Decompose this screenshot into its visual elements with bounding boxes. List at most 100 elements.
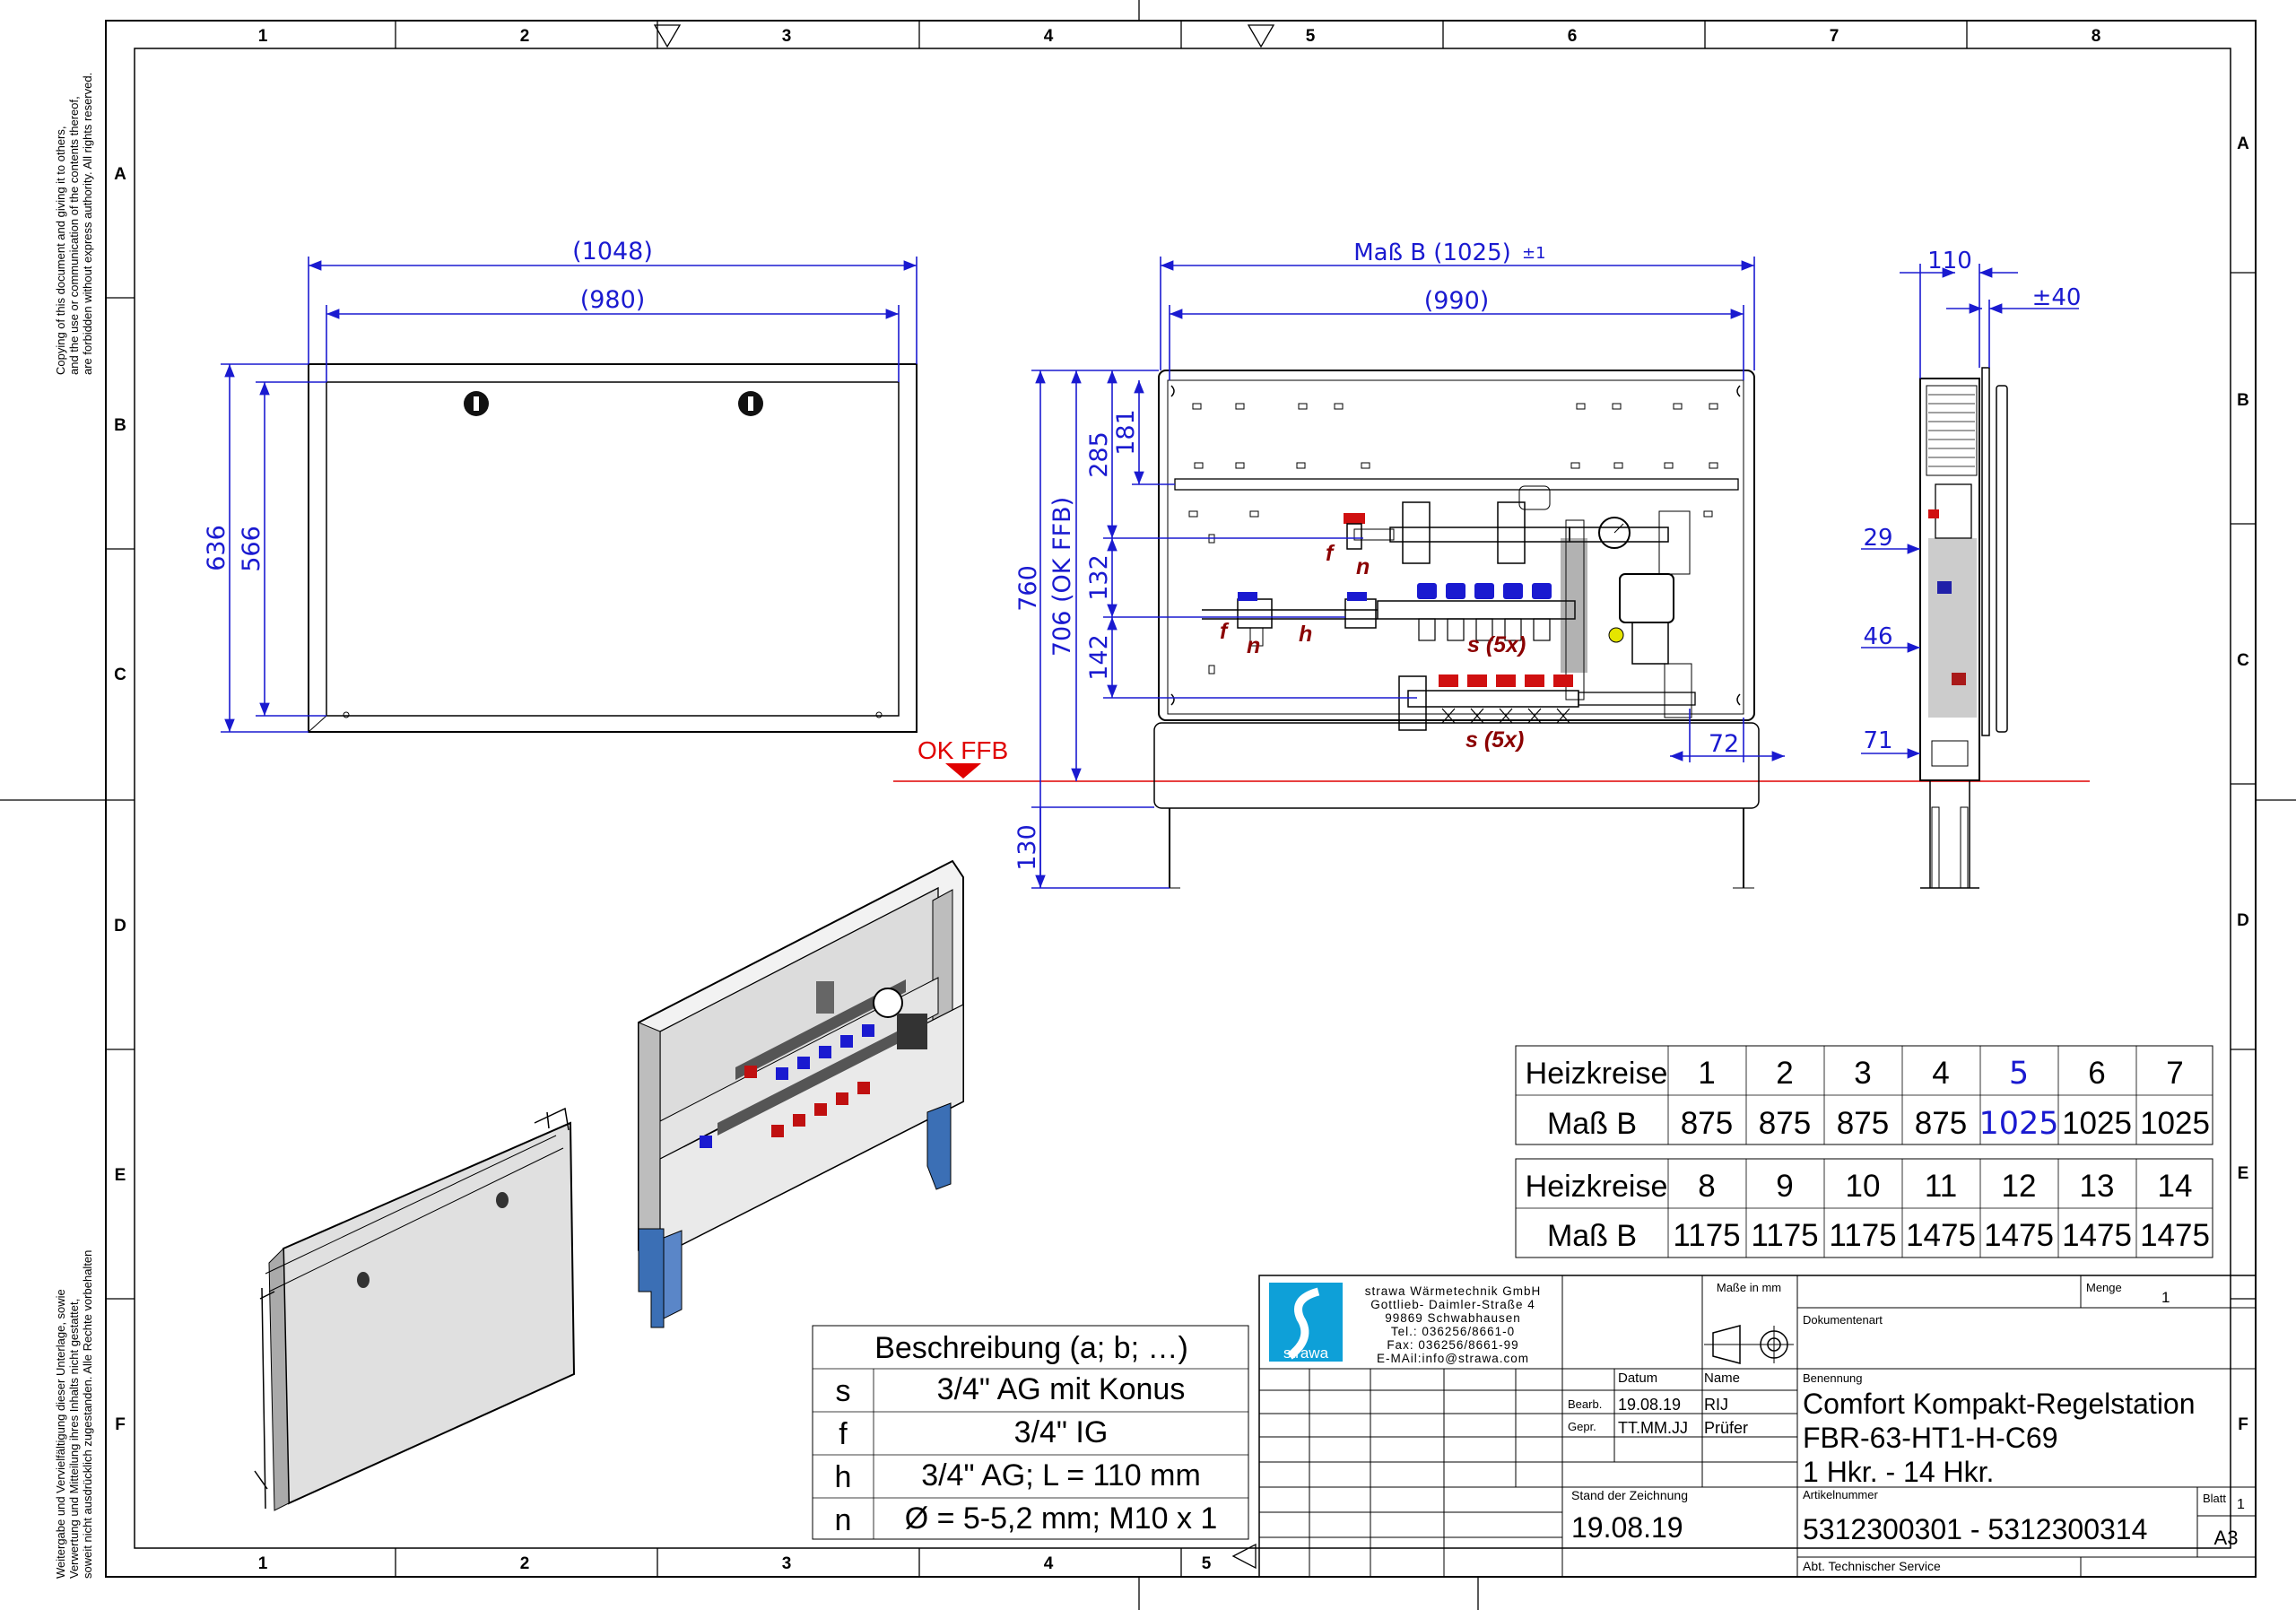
drawing-state-label: Stand der Zeichnung (1571, 1488, 1688, 1502)
description-value: 3/4" AG mit Konus (937, 1372, 1186, 1406)
description-key: h (835, 1460, 852, 1494)
circuit-count: 10 (1846, 1169, 1881, 1204)
circuit-count: 13 (2080, 1169, 2115, 1204)
cabinet-front-view (1153, 370, 1760, 889)
drawn-by-label: Bearb. (1568, 1397, 1602, 1411)
row-label: C (114, 666, 126, 684)
svg-text:soweit nicht ausdrücklich zuge: soweit nicht ausdrücklich zugestanden. A… (81, 1250, 94, 1579)
width-value: 875 (1681, 1106, 1733, 1141)
dim-h285: 285 (1085, 431, 1113, 478)
svg-text:and the use or communication o: and the use or communication of the cont… (67, 96, 81, 375)
width-value: 1175 (1751, 1218, 1818, 1253)
article-number: 5312300301 - 5312300314 (1803, 1513, 2147, 1545)
dim-front-outer-height: 636 (203, 525, 230, 571)
company-line: Gottlieb- Daimler-Straße 4 (1370, 1298, 1535, 1311)
dim-depth-110: 110 (1927, 248, 1972, 274)
dim-front-inner-width: (980) (580, 286, 646, 314)
front-view-dimensions: (1048) (980) 636 566 (203, 238, 918, 733)
row-label: F (2238, 1415, 2248, 1434)
row-label: C (2237, 651, 2249, 670)
table-header-circuits: Heizkreise (1526, 1170, 1668, 1204)
circuit-count-highlighted: 5 (2009, 1056, 2029, 1092)
dim-width-b-tolerance: ±1 (1522, 244, 1546, 263)
dim-h132: 132 (1085, 554, 1113, 601)
company-line: E-MAil:info@strawa.com (1377, 1352, 1529, 1365)
width-value: 1475 (1984, 1218, 2054, 1253)
name-header: Name (1704, 1371, 1740, 1386)
row-label: F (115, 1415, 126, 1434)
part-letters: f n f n h s (5x) s (5x) (1220, 541, 1526, 753)
row-label: E (115, 1166, 126, 1185)
projection-symbol-icon (1704, 1325, 1794, 1364)
doc-type-label: Dokumentenart (1803, 1313, 1883, 1327)
copyright-note-de: Weitergabe und Vervielfältigung dieser U… (54, 1250, 94, 1579)
letter-s-lower: s (5x) (1465, 727, 1524, 753)
drawn-date: 19.08.19 (1618, 1396, 1681, 1414)
department-label: Abt. Technischer Service (1803, 1559, 1941, 1573)
checked-date: TT.MM.JJ (1618, 1419, 1688, 1437)
dim-d29: 29 (1863, 525, 1892, 552)
description-header: Beschreibung (a; b; …) (874, 1331, 1188, 1365)
letter-f: f (1326, 541, 1335, 566)
row-label: D (114, 917, 126, 936)
date-header: Datum (1618, 1371, 1657, 1386)
side-view-dimensions: 110 ±40 29 46 71 (1861, 248, 2082, 759)
svg-text:Copying of this document and g: Copying of this document and giving it t… (54, 126, 67, 376)
dim-d72: 72 (1709, 730, 1739, 758)
col-label: 6 (1568, 27, 1578, 46)
circuit-count: 8 (1698, 1169, 1715, 1204)
svg-text:Weitergabe und Vervielfältigun: Weitergabe und Vervielfältigung dieser U… (54, 1289, 67, 1579)
sheet-label: Blatt (2203, 1492, 2226, 1505)
table-row-label-width: Maß B (1547, 1219, 1637, 1253)
col-label: 1 (258, 1554, 268, 1573)
table-header-circuits: Heizkreise (1526, 1057, 1668, 1091)
circuit-count: 12 (2002, 1169, 2037, 1204)
grid-row-labels-right: A B C D E F (2237, 135, 2249, 1434)
circuits-table-2: Heizkreise Maß B 8 9 10 11 12 13 14 1175… (1515, 1158, 2213, 1258)
row-label: A (2237, 135, 2249, 153)
width-value: 1175 (1829, 1218, 1896, 1253)
circuit-count: 7 (2166, 1056, 2183, 1091)
circuit-count: 6 (2088, 1056, 2105, 1091)
circuits-table-1: Heizkreise Maß B 1 2 3 4 5 6 7 875 875 8… (1515, 1045, 2213, 1145)
cabinet-dimensions: Maß B (1025) ±1 (990) 760 706 (OK FFB) 2… (1013, 239, 1785, 889)
cabinet-side-view (1919, 367, 2008, 889)
width-value: 875 (1759, 1106, 1811, 1141)
row-label: D (2237, 911, 2249, 930)
floor-label: OK FFB (918, 736, 1008, 764)
copyright-note-en: Copying of this document and giving it t… (54, 73, 94, 375)
circuit-count: 14 (2158, 1169, 2193, 1204)
width-value: 1025 (2140, 1106, 2210, 1141)
grid-column-labels-top: 1 2 3 4 5 6 7 8 (258, 27, 2101, 46)
quantity-value: 1 (2161, 1289, 2170, 1306)
sheet-number: 1 (2237, 1497, 2245, 1512)
col-label: 3 (782, 1554, 792, 1573)
dim-h181: 181 (1112, 409, 1140, 456)
circuit-count: 11 (1925, 1169, 1957, 1204)
row-label: B (114, 416, 126, 435)
circuit-count: 2 (1776, 1056, 1793, 1091)
col-label: 5 (1306, 27, 1316, 46)
col-label: 3 (782, 27, 792, 46)
col-label: 4 (1044, 27, 1054, 46)
width-value: 1475 (1906, 1218, 1976, 1253)
article-number-label: Artikelnummer (1803, 1488, 1878, 1501)
company-line: strawa Wärmetechnik GmbH (1365, 1284, 1542, 1298)
svg-text:Verwertung und Mitteilung ihre: Verwertung und Mitteilung ihres Inhalts … (67, 1299, 81, 1579)
dim-depth-tolerance: ±40 (2032, 284, 2082, 311)
dim-d71: 71 (1863, 727, 1892, 754)
drawn-by-name: RIJ (1704, 1396, 1728, 1414)
checked-by-label: Gepr. (1568, 1420, 1596, 1433)
drawing-title-line: Comfort Kompakt-Regelstation (1803, 1388, 2196, 1420)
name-label: Benennung (1803, 1371, 1863, 1385)
strawa-logo-text: strawa (1283, 1345, 1329, 1362)
grid-row-labels-left: A B C D E F (114, 165, 126, 1434)
col-label: 5 (1202, 1554, 1212, 1573)
col-label: 2 (520, 27, 530, 46)
description-value: Ø = 5-5,2 mm; M10 x 1 (905, 1501, 1218, 1536)
description-value: 3/4" AG; L = 110 mm (921, 1458, 1201, 1493)
drawing-title-line: FBR-63-HT1-H-C69 (1803, 1422, 2057, 1454)
letter-h: h (1299, 622, 1312, 647)
